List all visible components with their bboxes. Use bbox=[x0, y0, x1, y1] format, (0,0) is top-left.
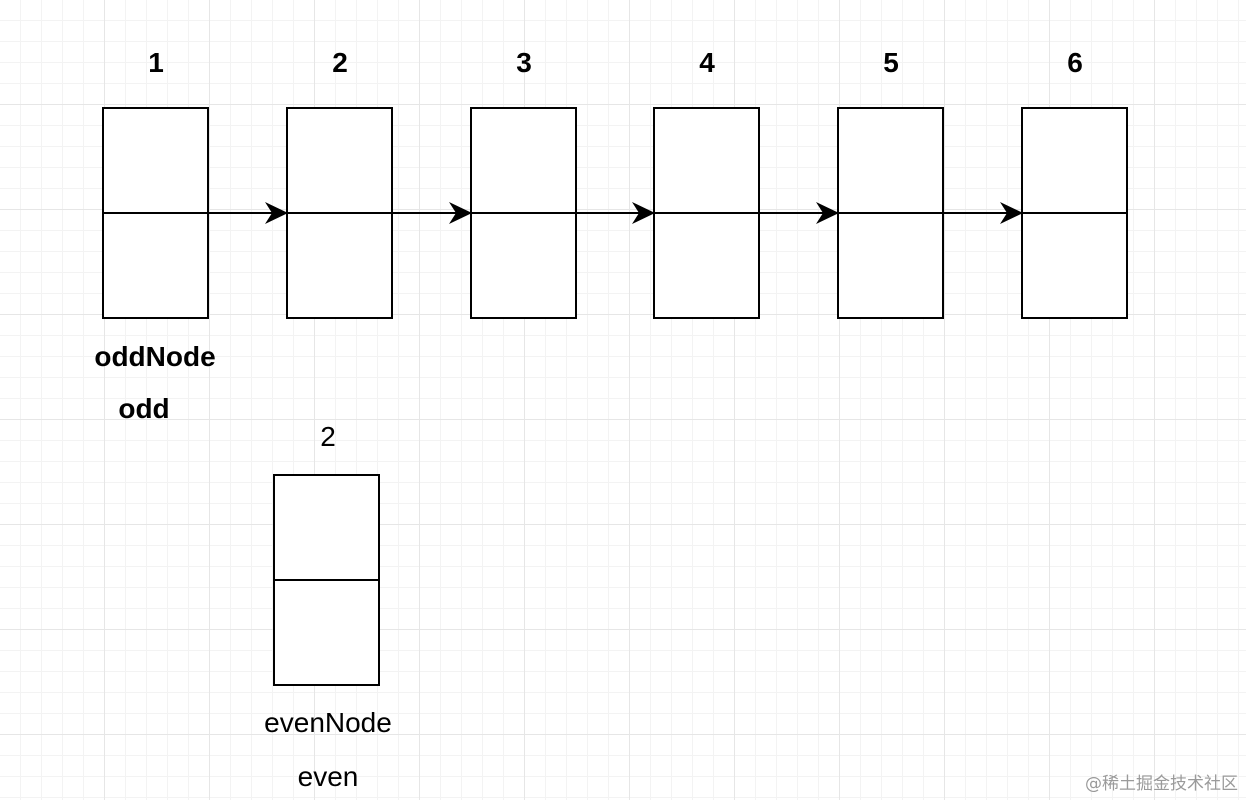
list-node-3 bbox=[470, 107, 577, 319]
list-node-6 bbox=[1021, 107, 1128, 319]
even-list-node bbox=[273, 474, 380, 686]
node-label-2: 2 bbox=[332, 47, 348, 78]
node-label-5: 5 bbox=[883, 47, 899, 78]
pointer-label-even: even bbox=[297, 761, 359, 792]
node-label-1: 1 bbox=[148, 47, 164, 78]
node-label-3: 3 bbox=[516, 47, 532, 78]
list-node-4 bbox=[653, 107, 760, 319]
list-node-1 bbox=[102, 107, 209, 319]
list-node-5 bbox=[837, 107, 944, 319]
node-label-4: 4 bbox=[699, 47, 715, 78]
pointer-label-evennode: evenNode bbox=[264, 707, 392, 738]
watermark: @稀土掘金技术社区 bbox=[1085, 774, 1238, 794]
node-label-6: 6 bbox=[1067, 47, 1083, 78]
pointer-label-oddnode: oddNode bbox=[94, 341, 216, 372]
list-node-2 bbox=[286, 107, 393, 319]
even-node-label: 2 bbox=[320, 421, 336, 452]
pointer-label-odd: odd bbox=[118, 393, 170, 424]
